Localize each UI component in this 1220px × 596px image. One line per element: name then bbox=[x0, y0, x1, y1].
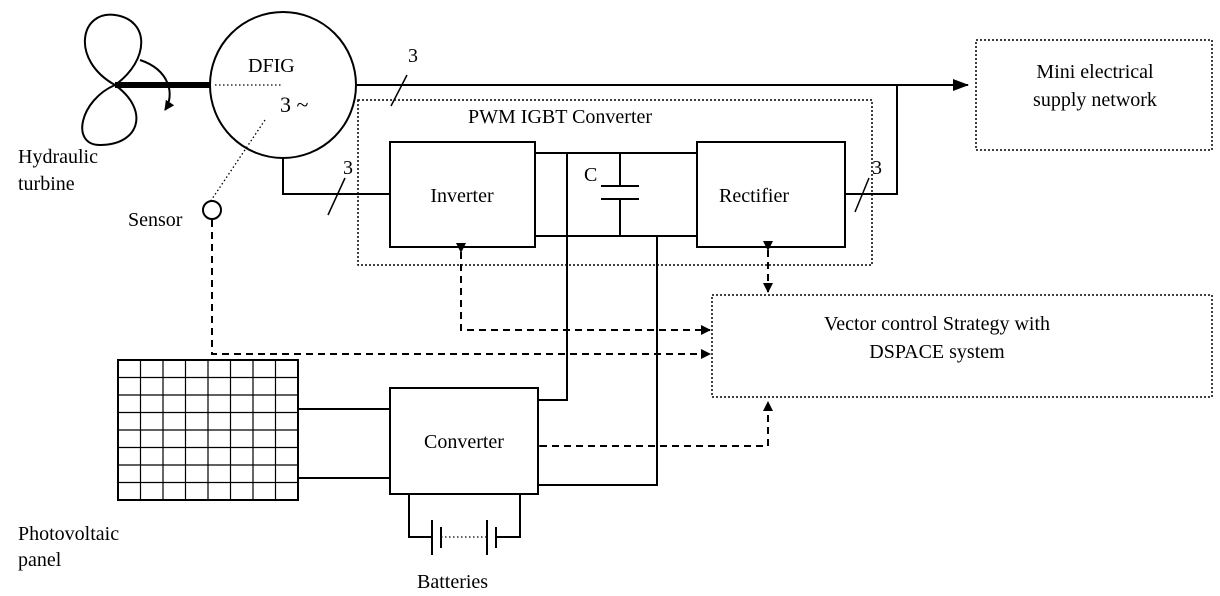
vector-control-label-1: Vector control Strategy with bbox=[824, 313, 1050, 335]
vector-control-box bbox=[711, 294, 1213, 398]
rotor-to-inverter-line bbox=[282, 158, 390, 195]
rectifier-label: Rectifier bbox=[719, 185, 789, 207]
pwm-converter-label: PWM IGBT Converter bbox=[468, 106, 652, 128]
mini-network-box bbox=[975, 39, 1213, 151]
photovoltaic-panel-icon bbox=[117, 359, 299, 501]
pv-label-2: panel bbox=[18, 549, 62, 571]
hydraulic-turbine-icon bbox=[81, 13, 215, 147]
phase-slash-right bbox=[854, 177, 870, 213]
dc-link-wires bbox=[535, 152, 697, 237]
phase-count-top: 3 bbox=[408, 45, 418, 67]
capacitor-label: C bbox=[584, 164, 597, 186]
control-signal-lines bbox=[211, 220, 773, 451]
phase-slash-left bbox=[327, 177, 346, 216]
converter-label: Converter bbox=[424, 431, 504, 453]
phase-count-right: 3 bbox=[872, 157, 882, 179]
hydraulic-turbine-label-1: Hydraulic bbox=[18, 146, 98, 168]
sensor-link-line bbox=[207, 119, 266, 206]
converter-to-dc-link-lines bbox=[538, 153, 658, 486]
mini-network-label-1: Mini electrical bbox=[1036, 61, 1154, 83]
dfig-label: DFIG bbox=[248, 55, 295, 77]
phase-slash-top bbox=[390, 74, 408, 107]
mini-network-label-2: supply network bbox=[1033, 89, 1157, 111]
batteries-icon bbox=[408, 494, 521, 555]
rectifier-to-grid-line bbox=[845, 85, 898, 195]
hydraulic-turbine-label-2: turbine bbox=[18, 173, 75, 195]
batteries-label: Batteries bbox=[417, 571, 488, 593]
pv-to-converter-lines bbox=[298, 408, 390, 479]
sensor-icon bbox=[202, 200, 222, 220]
sensor-label: Sensor bbox=[128, 209, 183, 231]
phase-count-left: 3 bbox=[343, 157, 353, 179]
dfig-ac-label: 3 ~ bbox=[280, 92, 309, 117]
pv-label-1: Photovoltaic bbox=[18, 523, 119, 545]
vector-control-label-2: DSPACE system bbox=[869, 341, 1005, 363]
converter-box bbox=[389, 387, 539, 495]
capacitor-icon bbox=[601, 153, 639, 236]
inverter-label: Inverter bbox=[430, 185, 494, 207]
